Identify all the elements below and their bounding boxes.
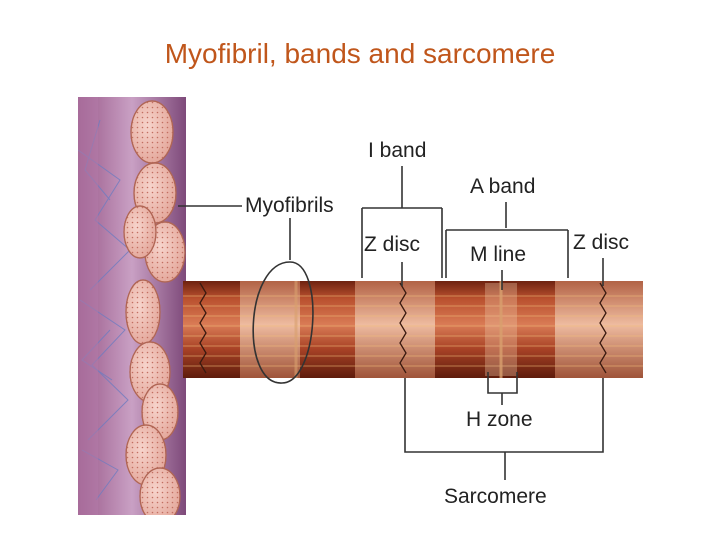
m-line-label: M line — [470, 243, 526, 266]
muscle-fiber-cross-section — [78, 97, 186, 515]
myofibril-cross-sections — [123, 100, 186, 515]
i-band-label: I band — [368, 139, 426, 162]
h-zone-callout: H zone — [466, 372, 533, 431]
z-disc-left-label: Z disc — [364, 233, 420, 256]
a-band-label: A band — [470, 175, 535, 198]
i-band-callout: I band — [361, 139, 443, 278]
myofibril — [183, 281, 643, 378]
z-discs — [199, 282, 607, 374]
z-disc-right-label: Z disc — [573, 231, 629, 254]
i-band-regions — [240, 281, 643, 378]
a-band-callout: A band — [445, 175, 569, 278]
sarcomere-callout: Sarcomere — [404, 378, 604, 508]
myofibrils-callout: Myofibrils — [178, 194, 334, 384]
h-zone-label: H zone — [466, 408, 533, 431]
myofibrils-label: Myofibrils — [245, 194, 334, 217]
sarcomere-label: Sarcomere — [444, 485, 547, 508]
slide-title: Myofibril, bands and sarcomere — [164, 38, 556, 69]
fiber-surface — [78, 97, 98, 515]
